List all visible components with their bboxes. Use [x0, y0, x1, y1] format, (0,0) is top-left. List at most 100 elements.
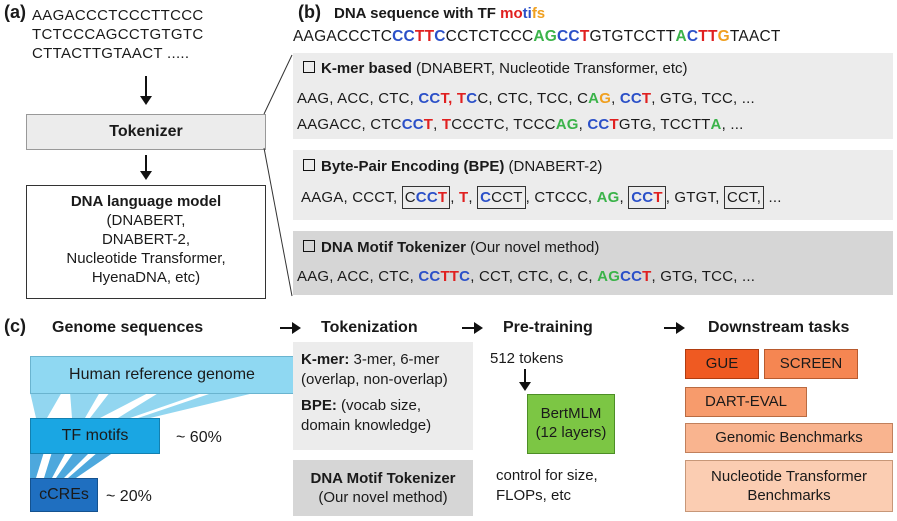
motif-title: DNA Motif Tokenizer [321, 239, 466, 256]
motif-row: AAG, ACC, CTC, CCTTC, CCT, CTC, C, C, AG… [297, 267, 755, 287]
connector-line-top [263, 54, 293, 115]
bpe-option-line2: domain knowledge) [301, 417, 432, 434]
sequence-segment: T [579, 28, 590, 45]
kmer-option-text: 3-mer, 6-mer [349, 351, 440, 368]
lm-line: HyenaDNA, etc) [91, 269, 201, 286]
bpe-subtitle: (DNABERT-2) [504, 158, 603, 175]
task-nt-line1: Nucleotide Transformer [711, 468, 867, 485]
kmer-row-6mer: AAGACC, CTCCCT, TCCCTC, TCCCAG, CCTGTG, … [297, 115, 743, 135]
motif-tokenizer-option-title: DNA Motif Tokenizer [310, 470, 456, 487]
sequence-segment: , ... [721, 116, 744, 133]
sequence-segment: C [477, 186, 492, 209]
kmer-title: K-mer based [321, 60, 412, 77]
tokenization-options-box: K-mer: 3-mer, 6-mer (overlap, non-overla… [293, 342, 473, 450]
bpe-title: Byte-Pair Encoding (BPE) [321, 158, 505, 175]
sequence-line: AAGACCCTCCCTTCCC [32, 7, 204, 24]
sequence-segment: CC [557, 28, 580, 45]
lm-line: (DNABERT, [106, 212, 186, 229]
sequence-segment: T [459, 189, 469, 206]
bpe-option-title: BPE: [301, 397, 337, 414]
checkbox-icon [303, 61, 315, 73]
sequence-segment: C [459, 268, 471, 285]
sequence-segment: TT [414, 28, 435, 45]
arrow-shaft [145, 76, 147, 96]
motif-tokenizer-box: DNA Motif Tokenizer (Our novel method) A… [293, 231, 893, 295]
sequence-segment: CC [401, 116, 424, 133]
sequence-segment: T [437, 186, 451, 209]
sequence-segment: CC [620, 268, 643, 285]
sequence-segment: , [619, 189, 629, 206]
panel-a-label: (a) [4, 2, 26, 22]
bpe-heading: Byte-Pair Encoding (BPE) (DNABERT-2) [303, 157, 602, 176]
sequence-segment: CC [415, 186, 438, 209]
sequence-segment: CCTCTCCC [445, 28, 534, 45]
ccres-percent: ~ 20% [106, 488, 152, 505]
checkbox-icon [303, 159, 315, 171]
sequence-segment: A [675, 28, 687, 45]
kmer-option-line2: (overlap, non-overlap) [301, 371, 448, 388]
tf-motifs-percent: ~ 60% [176, 429, 222, 446]
pretraining-note-line1: control for size, [496, 467, 598, 484]
sequence-segment: CC [418, 90, 441, 107]
col-title-downstream: Downstream tasks [708, 319, 850, 336]
checkbox-icon [303, 240, 315, 252]
kmer-box: K-mer based (DNABERT, Nucleotide Transfo… [293, 53, 893, 139]
lm-title: DNA language model [70, 193, 222, 210]
arrow-right-icon [664, 322, 685, 334]
sequence-segment: CC [628, 186, 654, 209]
sequence-segment: A [588, 90, 600, 107]
bpe-option-text: (vocab size, [336, 397, 422, 414]
sequence-segment: G [599, 90, 612, 107]
dna-language-model-box: DNA language model (DNABERT, DNABERT-2, … [26, 185, 266, 299]
bertmlm-layers: (12 layers) [535, 424, 607, 441]
sequence-segment: , [450, 189, 459, 206]
bpe-option: BPE: (vocab size, [301, 396, 448, 416]
sequence-segment: CC [392, 28, 415, 45]
sequence-segment: C [401, 186, 416, 209]
sequence-segment: TT [698, 28, 718, 45]
lm-line: DNABERT-2, [101, 231, 191, 248]
title-ti: ti [522, 5, 532, 22]
sequence-segment: CCT [491, 186, 526, 209]
kmer-option-title: K-mer: [301, 351, 350, 368]
panel-b-label: (b) [298, 2, 321, 22]
kmer-subtitle: (DNABERT, Nucleotide Transformer, etc) [411, 60, 688, 77]
kmer-row-3mer: AAG, ACC, CTC, CCT, TCC, CTC, TCC, CAG, … [297, 89, 755, 109]
arrow-right-icon [280, 322, 301, 334]
panel-b-title: DNA sequence with TF motifs [334, 5, 545, 23]
tf-motifs-box: TF motifs [30, 418, 160, 454]
col-title-pretraining: Pre-training [503, 319, 593, 336]
sequence-segment: , GTG, TCC, ... [651, 268, 756, 285]
sequence-segment: , GTG, TCC, ... [651, 90, 755, 107]
sequence-segment: , CCT, CTC, C, C, [470, 268, 598, 285]
sequence-segment: CCCTC, TCCC [451, 116, 556, 133]
col-title-genome: Genome sequences [52, 319, 204, 336]
sequence-segment: , [578, 116, 588, 133]
sequence-segment: GTG, TCCTT [618, 116, 711, 133]
sequence-segment: , GTGT, [665, 189, 724, 206]
tokenizer-label: Tokenizer [109, 123, 183, 140]
sequence-segment: AAGACCCTC [293, 28, 393, 45]
lm-line: Nucleotide Transformer, [66, 250, 226, 267]
sequence-segment: , [611, 90, 620, 107]
sequence-segment: G [717, 28, 730, 45]
bertmlm-name: BertMLM [540, 405, 602, 422]
bpe-row: AAGA, CCCT, CCCT, T, CCCT, CTCCC, AG, CC… [301, 186, 782, 209]
sequence-segment: , [433, 116, 442, 133]
sequence-segment: A [710, 116, 722, 133]
sequence-segment: TAACT [729, 28, 781, 45]
sequence-segment: AG [533, 28, 558, 45]
bertmlm-box: BertMLM (12 layers) [527, 394, 615, 454]
sequence-segment: , [468, 189, 478, 206]
sequence-segment: AG [596, 189, 620, 206]
sequence-segment: T [653, 186, 666, 209]
sequence-segment: CCT, [723, 186, 765, 209]
task-screen: SCREEN [764, 349, 858, 379]
sequence-segment: C [686, 28, 699, 45]
motif-heading: DNA Motif Tokenizer (Our novel method) [303, 238, 599, 257]
sequence-segment: AG [555, 116, 579, 133]
ccres-label: cCREs [39, 486, 89, 503]
task-nucleotide-transformer-benchmarks: Nucleotide Transformer Benchmarks [685, 460, 893, 512]
sequence-line: TCTCCCAGCCTGTGTC [32, 26, 204, 43]
